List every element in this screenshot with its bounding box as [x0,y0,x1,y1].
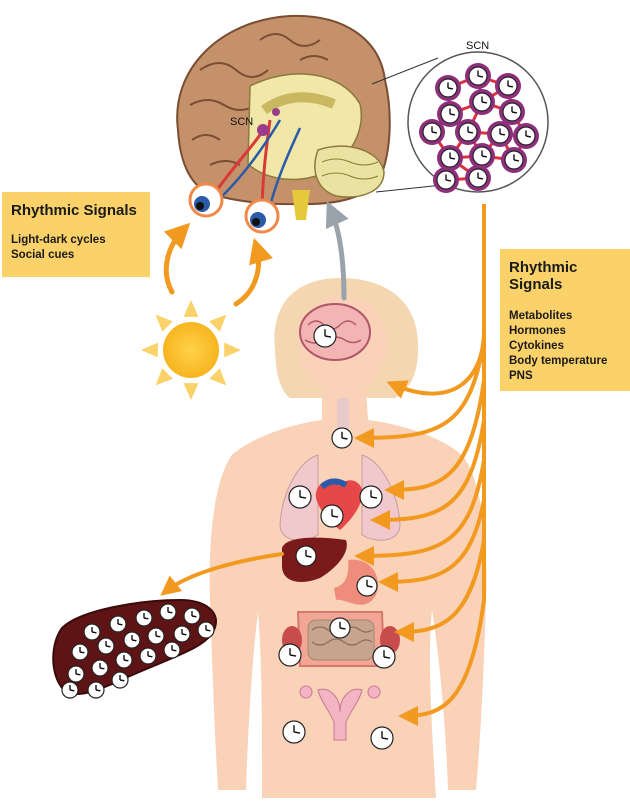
organ-clock-icon [360,486,382,508]
right-signals-title: Rhythmic Signals [509,259,621,293]
scn-spot [257,124,269,136]
liver-cell-clock [160,604,176,620]
scn-cell-clock [465,165,491,191]
organ-clock-icon [296,546,316,566]
human-body [210,278,487,798]
scn-cell-clock [419,119,445,145]
brainstem [292,190,310,220]
scn-cell-clock [455,119,481,145]
liver-cell-clock [148,628,164,644]
sun-icon [141,300,241,400]
right-signals-box: Rhythmic Signals Metabolites Hormones Cy… [500,249,630,391]
liver-cell-clock [112,672,128,688]
organ-clock-icon [371,727,393,749]
liver-cell-clock [84,624,100,640]
scn-cell-clock [465,63,491,89]
liver-cell-clock [68,666,84,682]
liver-cell-clock [198,622,214,638]
liver-cell-clock [110,616,126,632]
sun-to-left-eye-arrow [166,228,185,292]
scn-cell-clock [495,73,521,99]
left-signals-box: Rhythmic Signals Light-dark cycles Socia… [2,192,150,277]
scn-cell-clock [499,99,525,125]
scn-cell-clock [437,145,463,171]
liver-cell-clock [92,660,108,676]
organ-clock-icon [314,325,336,347]
organ-clock-icon [332,428,352,448]
scn-cell-clock [513,123,539,149]
liver-cell-clock [88,682,104,698]
liver-cell-clock [184,608,200,624]
liver-cell-clock [140,648,156,664]
left-signal-item: Light-dark cycles [11,233,141,248]
right-eye [246,200,278,232]
scn-zoom: SCN [408,40,548,193]
left-signal-item: Social cues [11,248,141,263]
organ-clock-icon [357,576,377,596]
right-signal-item: Body temperature [509,354,621,369]
left-signals-title: Rhythmic Signals [11,202,141,219]
liver-cell-clock [136,610,152,626]
organ-clock-icon [283,721,305,743]
brain-illustration: SCN [177,16,390,232]
right-signal-item: Hormones [509,324,621,339]
organ-clock-icon [279,644,301,666]
organ-clock-icon [289,486,311,508]
sun-to-right-eye-arrow [236,245,259,304]
liver-zoom [53,600,216,698]
liver-cell-clock [116,652,132,668]
scn-cell-clock [487,121,513,147]
right-signal-item: Metabolites [509,309,621,324]
organ-clock-icon [373,646,395,668]
liver-cell-clock [62,682,78,698]
scn-cell-clock [435,75,461,101]
scn-cell-clock [469,89,495,115]
left-eye [190,184,222,216]
scn-cell-clock [433,167,459,193]
liver-cell-clock [174,626,190,642]
scn-cell-clock [469,143,495,169]
right-signal-item: Cytokines [509,339,621,354]
liver-cell-clock [98,638,114,654]
organ-clock-icon [330,618,350,638]
scn-brain-label: SCN [230,116,253,128]
scn-zoom-label: SCN [466,40,489,52]
scn-cell-clock [501,147,527,173]
right-signal-item: PNS [509,369,621,384]
liver-cell-clock [124,632,140,648]
liver-cell-clock [72,644,88,660]
organ-clock-icon [321,505,343,527]
liver-cell-clock [164,642,180,658]
